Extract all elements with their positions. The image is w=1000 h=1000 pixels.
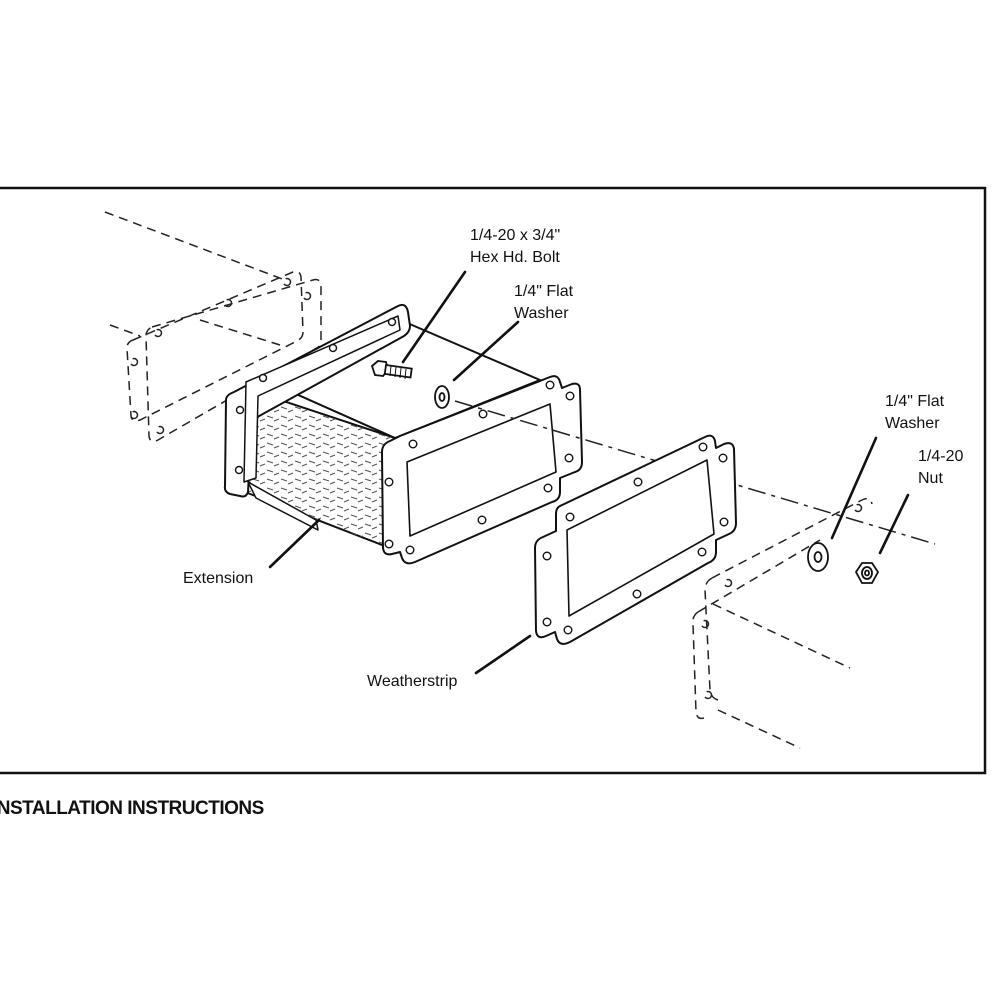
hardware-right: [807, 542, 880, 584]
label-nut-line1: 1/4-20: [918, 448, 963, 465]
leader-bolt: [401, 270, 467, 364]
figure-frame: [0, 186, 987, 775]
right-existing-box: [692, 497, 873, 749]
leader-washer-top: [452, 320, 520, 382]
leader-weatherstrip: [474, 634, 532, 675]
hex-nut: [854, 562, 880, 584]
leader-extension: [268, 518, 321, 569]
label-bolt-line2: Hex Hd. Bolt: [470, 249, 560, 266]
leader-washer-right: [830, 436, 878, 540]
label-weatherstrip: Weatherstrip: [367, 673, 458, 690]
leader-nut: [878, 493, 910, 555]
label-nut-line2: Nut: [918, 470, 943, 487]
section-heading: INSTALLATION INSTRUCTIONS: [0, 798, 264, 814]
weatherstrip-gasket: [534, 434, 737, 645]
flat-washer-right: [807, 542, 829, 572]
extension-box: [223, 303, 583, 565]
label-washer-right-line2: Washer: [885, 415, 940, 432]
label-washer-right-line1: 1/4" Flat: [885, 393, 945, 410]
flat-washer-top: [434, 385, 450, 409]
label-extension: Extension: [183, 570, 253, 587]
label-bolt-line1: 1/4-20 x 3/4": [470, 227, 560, 244]
leader-lines: [268, 270, 910, 675]
label-washer-top-line2: Washer: [514, 305, 569, 322]
hex-bolt: [370, 360, 413, 380]
label-washer-top-line1: 1/4" Flat: [514, 283, 574, 300]
